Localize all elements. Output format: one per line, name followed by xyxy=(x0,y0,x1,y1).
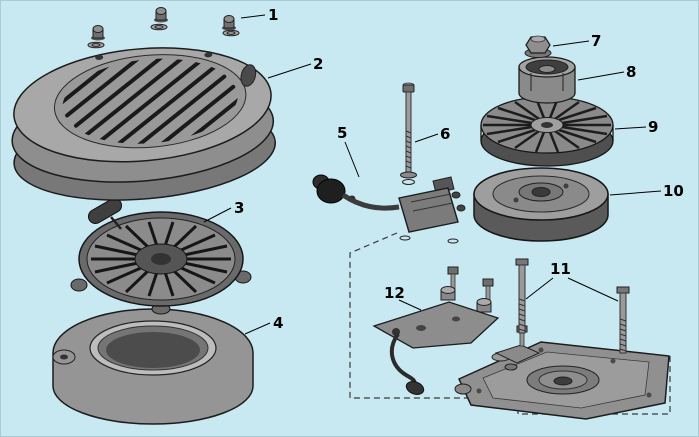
leader-lines xyxy=(203,14,662,335)
callout-2: 2 xyxy=(313,55,323,73)
callout-6: 6 xyxy=(440,125,450,143)
callout-7: 7 xyxy=(591,32,601,50)
callout-12: 12 xyxy=(384,284,405,302)
callout-3: 3 xyxy=(234,199,244,217)
flywheel-nut xyxy=(524,35,552,58)
cap-nut xyxy=(91,25,105,41)
callout-4: 4 xyxy=(273,314,283,332)
flywheel-fan xyxy=(480,96,614,167)
fan-blades xyxy=(483,97,611,153)
cap-nut xyxy=(154,7,168,23)
washer xyxy=(150,23,168,31)
cap-nut xyxy=(222,15,236,31)
callout-11: 11 xyxy=(550,260,571,278)
long-stud-left xyxy=(515,258,529,334)
ignition-coil xyxy=(312,174,466,244)
callout-9: 9 xyxy=(648,118,658,136)
starter-vanes xyxy=(91,221,231,297)
long-stud-right xyxy=(616,286,630,354)
callout-10: 10 xyxy=(663,182,684,200)
washer xyxy=(87,41,105,49)
engine-sump-base xyxy=(454,341,670,420)
flywheel xyxy=(473,167,609,242)
callout-1: 1 xyxy=(268,6,278,24)
long-mounting-bolt xyxy=(400,82,417,185)
washer xyxy=(222,29,240,37)
blower-housing-base xyxy=(52,308,254,425)
coil-body xyxy=(398,187,459,233)
pull-handle xyxy=(87,198,123,224)
starter-cup xyxy=(518,56,576,104)
callout-labels: 1 2 3 4 5 6 7 8 9 10 11 12 xyxy=(234,6,684,332)
callout-5: 5 xyxy=(337,124,347,142)
bracket-with-wiring xyxy=(372,266,500,395)
blower-housing-cover xyxy=(11,47,276,201)
recoil-starter xyxy=(70,198,252,315)
callout-8: 8 xyxy=(626,63,636,81)
spark-plug-boot xyxy=(316,178,346,204)
cap-nuts-and-washers xyxy=(87,7,240,49)
